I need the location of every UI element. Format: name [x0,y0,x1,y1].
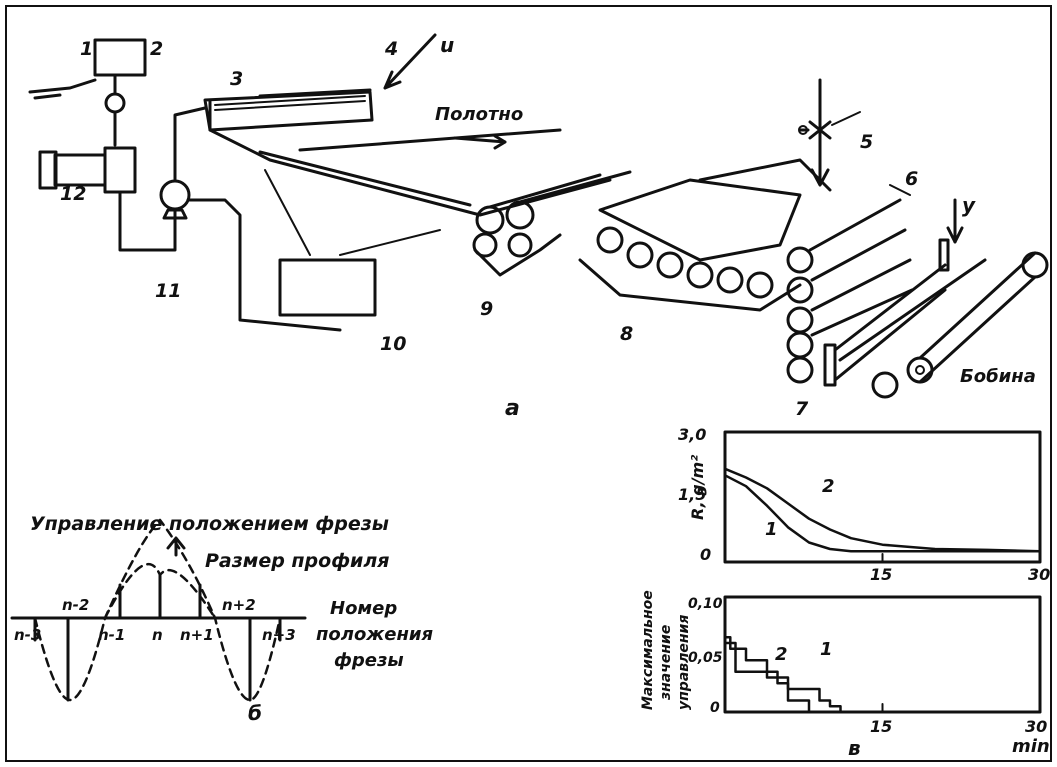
component-number-6: 6 [905,168,918,190]
component-number-9: 9 [480,298,493,320]
chart2-xlabel: min [1012,736,1050,757]
axis-label-line3: фрезы [334,650,404,671]
tick-n+1: n+1 [180,626,214,644]
chart2-ytick-0: 0 [710,700,720,716]
chart2-xtick-15: 15 [870,717,892,736]
output-y-label: y [962,193,976,217]
component-number-12: 12 [60,183,86,205]
chart2-ytick-0_05: 0,05 [688,650,723,666]
reel-label: Бобина [960,366,1036,387]
chart2-ylabel-3: управления [676,615,692,710]
chart2-series1-label: 1 [820,639,833,660]
chart1-series2-label: 2 [822,476,835,497]
control-box-1 [93,38,147,77]
pump-11 [159,179,191,211]
component-number-11: 11 [155,280,181,302]
chart2-ylabel-1: Максимальное [640,590,656,710]
component-number-8: 8 [620,323,633,345]
wire-section [208,128,612,217]
scanner-7 [823,343,837,387]
chart1-ytick-3: 3,0 [678,425,706,444]
panel-a-letter: a [505,396,520,421]
chart1-series1-label: 1 [765,519,778,540]
chart1-series-2-line [723,467,1042,553]
tick-n-3: n-3 [14,626,41,644]
profile-label: Размер профиля [205,550,389,572]
component-number-4: 4 [384,38,398,60]
component-number-10: 10 [380,333,406,355]
calender-6 [786,184,914,384]
tick-n+2: n+2 [222,596,256,614]
component-number-2: 2 [150,38,163,60]
dryer-section-8 [578,158,832,312]
axis-label-line1: Номер [330,598,397,619]
chart2-xtick-30: 30 [1025,717,1047,736]
component-number-1: 1 [80,38,93,60]
input-arrow-4 [383,33,437,90]
panel-b-diagram: Управление положением фрезы Размер профи… [10,513,434,725]
reel [838,251,1049,399]
chart1-ylabel: R, g/m² [688,455,707,520]
chart1-series-1-line [723,474,1042,553]
press-section-9 [472,170,632,277]
chart1-xtick-30: 30 [1028,565,1050,584]
component-number-5: 5 [860,131,873,153]
web-label: Полотно [435,104,523,125]
component-number-3: 3 [230,68,243,90]
panel-c-letter: в [848,736,861,760]
panel-b-title: Управление положением фрезы [30,513,389,535]
tank-10 [278,258,377,317]
chart2-ylabel-2: значение [658,625,674,701]
panel-c-charts: R, g/m² 3,0 1,5 0 15 30 1 2 Максимальное… [640,425,1050,760]
input-u-label: u [440,33,454,57]
panel-b-letter: б [248,701,262,725]
axis-label-line2: положения [316,624,434,645]
headbox-3 [203,88,374,132]
tick-n-2: n-2 [62,596,89,614]
chart-basis-weight: R, g/m² 3,0 1,5 0 15 30 1 2 [678,425,1050,584]
steam-valve-5 [798,78,832,187]
figure-border [5,5,1052,762]
chart2-series-1-line [723,641,1042,714]
valve-2 [104,92,126,114]
output-arrow-y [946,198,964,244]
component-number-7: 7 [795,398,809,420]
profile-dashed-curve [33,518,282,702]
chart-max-control: Максимальное значение управления 0,10 0,… [640,590,1050,757]
chart2-ytick-0_10: 0,10 [688,596,723,612]
tick-n: n [152,626,163,644]
tick-n+3: n+3 [262,626,296,644]
chart2-series2-label: 2 [775,644,788,665]
motor-12 [53,153,107,187]
chart1-xtick-15: 15 [870,565,892,584]
tick-n-1: n-1 [98,626,125,644]
chart1-ytick-1_5: 1,5 [678,485,706,504]
chart1-ytick-0: 0 [700,545,711,564]
chart2-series-2-line [723,636,1042,714]
